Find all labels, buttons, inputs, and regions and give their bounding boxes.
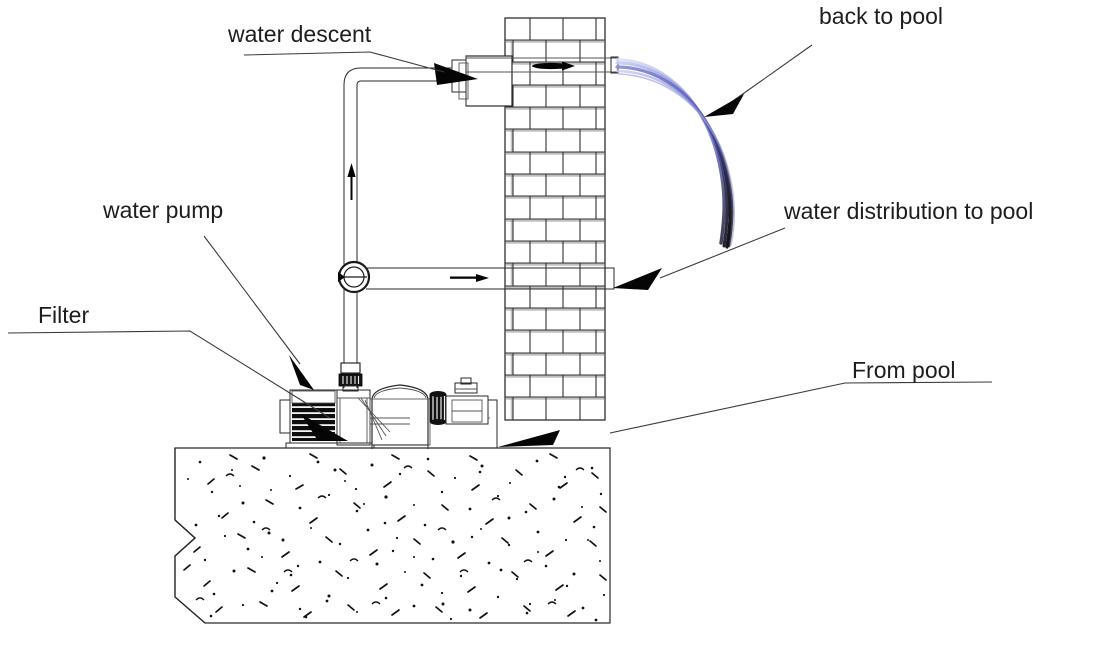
brick-wall [504, 17, 606, 421]
leader-from-pool [609, 381, 993, 434]
wall-top-outlet [466, 56, 619, 74]
descent-flow-arrow-icon [434, 63, 478, 85]
label-back-to-pool: back to pool [819, 3, 943, 29]
pipework [337, 55, 619, 392]
distribution-flow-arrow-icon [450, 274, 489, 282]
filter-tank [357, 384, 431, 449]
leader-water-descent [243, 51, 445, 73]
water-descent-housing [458, 55, 513, 107]
pressure-gauge-valve [337, 260, 371, 294]
concrete-foundation [174, 447, 611, 624]
flow-arrow-up-icon [347, 163, 356, 200]
arrow-water-pump-icon [289, 355, 314, 390]
water-jet-stream [615, 58, 736, 249]
leader-filter [7, 330, 331, 419]
pump-filter-assembly [279, 377, 498, 449]
arrow-from-pool-icon [498, 430, 560, 447]
arrow-filter-icon [301, 414, 348, 441]
label-from-pool: From pool [852, 357, 956, 383]
leader-lines [7, 44, 993, 447]
labels: water descent back to pool water pump wa… [38, 3, 1033, 383]
label-filter: Filter [38, 302, 89, 328]
label-water-pump: water pump [102, 197, 223, 223]
multiport-valve [429, 377, 498, 448]
leader-water-pump [203, 235, 301, 365]
label-water-distribution-to-pool: water distribution to pool [783, 198, 1033, 224]
arrow-water-distribution-icon [613, 268, 662, 290]
arrow-back-to-pool-icon [704, 94, 744, 117]
wall-outlet-arrow-icon [532, 61, 575, 71]
pipe-union-fitting [338, 362, 363, 392]
riser-pipe [343, 67, 452, 388]
aggregate-speckle [180, 453, 607, 622]
leader-back-to-pool [729, 44, 813, 104]
leader-water-distribution [659, 227, 786, 279]
distribution-pipe [366, 267, 615, 290]
label-water-descent: water descent [227, 21, 372, 47]
